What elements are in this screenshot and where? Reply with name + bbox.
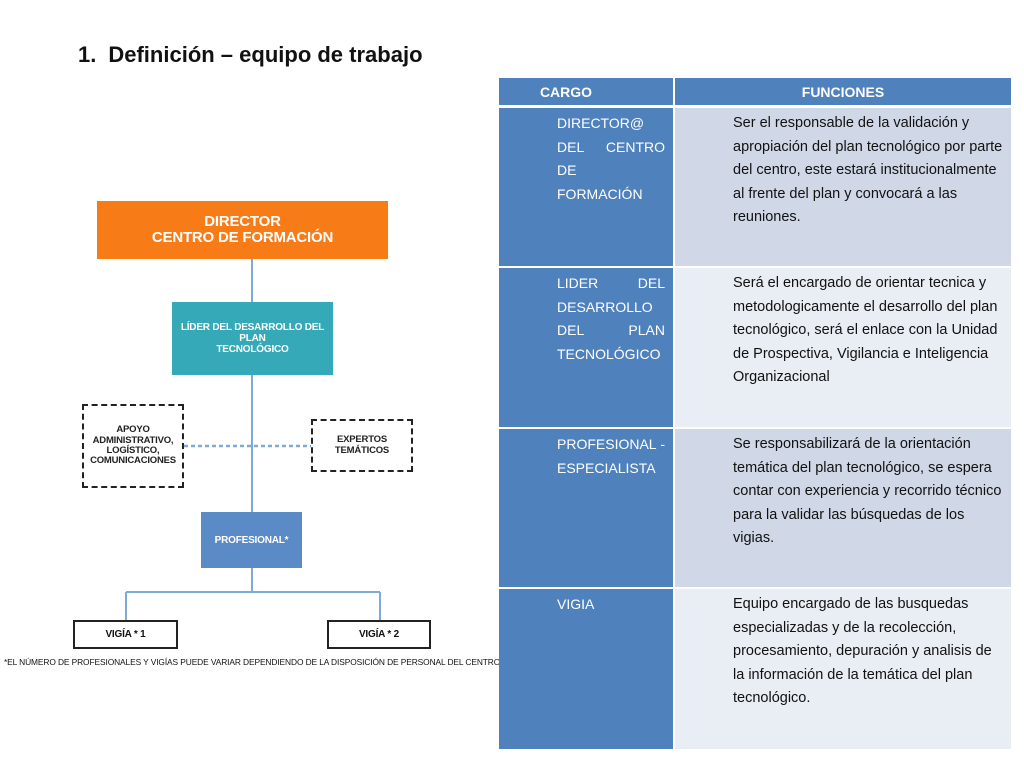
org-node-lider: LÍDER DEL DESARROLLO DEL PLAN TECNOLÓGIC… xyxy=(172,302,333,375)
lider-line1: LÍDER DEL DESARROLLO DEL PLAN xyxy=(180,322,325,344)
table-cell-cargo: PROFESIONAL - ESPECIALISTA xyxy=(499,429,675,589)
profesional-label: PROFESIONAL* xyxy=(214,534,289,546)
org-node-apoyo: APOYO ADMINISTRATIVO, LOGÍSTICO, COMUNIC… xyxy=(82,404,184,488)
table-cell-cargo: LIDER DEL DESARROLLO DEL PLAN TECNOLÓGIC… xyxy=(499,268,675,429)
page-title: 1. Definición – equipo de trabajo xyxy=(78,42,423,68)
apoyo-line4: COMUNICACIONES xyxy=(90,455,176,467)
title-text: Definición – equipo de trabajo xyxy=(108,42,423,67)
roles-table: CARGO FUNCIONES DIRECTOR@ DEL CENTRO DE … xyxy=(499,78,1011,751)
org-node-expertos: EXPERTOS TEMÁTICOS xyxy=(311,419,413,472)
title-number: 1. xyxy=(78,42,97,67)
table-cell-funciones: Ser el responsable de la validación y ap… xyxy=(675,108,1011,268)
table-cell-funciones: Será el encargado de orientar tecnica y … xyxy=(675,268,1011,429)
org-node-director: DIRECTOR CENTRO DE FORMACIÓN xyxy=(97,201,388,259)
director-line1: DIRECTOR xyxy=(204,212,281,230)
table-cell-funciones: Equipo encargado de las busquedas especi… xyxy=(675,589,1011,751)
vigia1-label: VIGÍA * 1 xyxy=(105,629,146,640)
org-chart: DIRECTOR CENTRO DE FORMACIÓN LÍDER DEL D… xyxy=(0,0,500,768)
header-cargo: CARGO xyxy=(499,78,675,108)
apoyo-line1: APOYO xyxy=(116,424,150,436)
lider-line2: TECNOLÓGICO xyxy=(216,344,289,355)
org-footnote: *EL NÚMERO DE PROFESIONALES Y VIGÍAS PUE… xyxy=(4,657,501,667)
table-cell-funciones: Se responsabilizará de la orientación te… xyxy=(675,429,1011,589)
expertos-line1: EXPERTOS xyxy=(337,434,387,446)
org-node-vigia-1: VIGÍA * 1 xyxy=(73,620,178,649)
org-node-profesional: PROFESIONAL* xyxy=(201,512,302,568)
table-cell-cargo: DIRECTOR@ DEL CENTRO DE FORMACIÓN xyxy=(499,108,675,268)
expertos-line2: TEMÁTICOS xyxy=(334,444,390,456)
org-connectors xyxy=(125,259,381,620)
table-cell-cargo: VIGIA xyxy=(499,589,675,751)
director-line2: CENTRO DE FORMACIÓN xyxy=(151,229,334,246)
header-funciones: FUNCIONES xyxy=(675,78,1011,108)
org-node-vigia-2: VIGÍA * 2 xyxy=(327,620,431,649)
apoyo-line2: ADMINISTRATIVO, xyxy=(92,434,174,446)
apoyo-line3: LOGÍSTICO, xyxy=(106,445,160,456)
vigia2-label: VIGÍA * 2 xyxy=(358,629,400,640)
